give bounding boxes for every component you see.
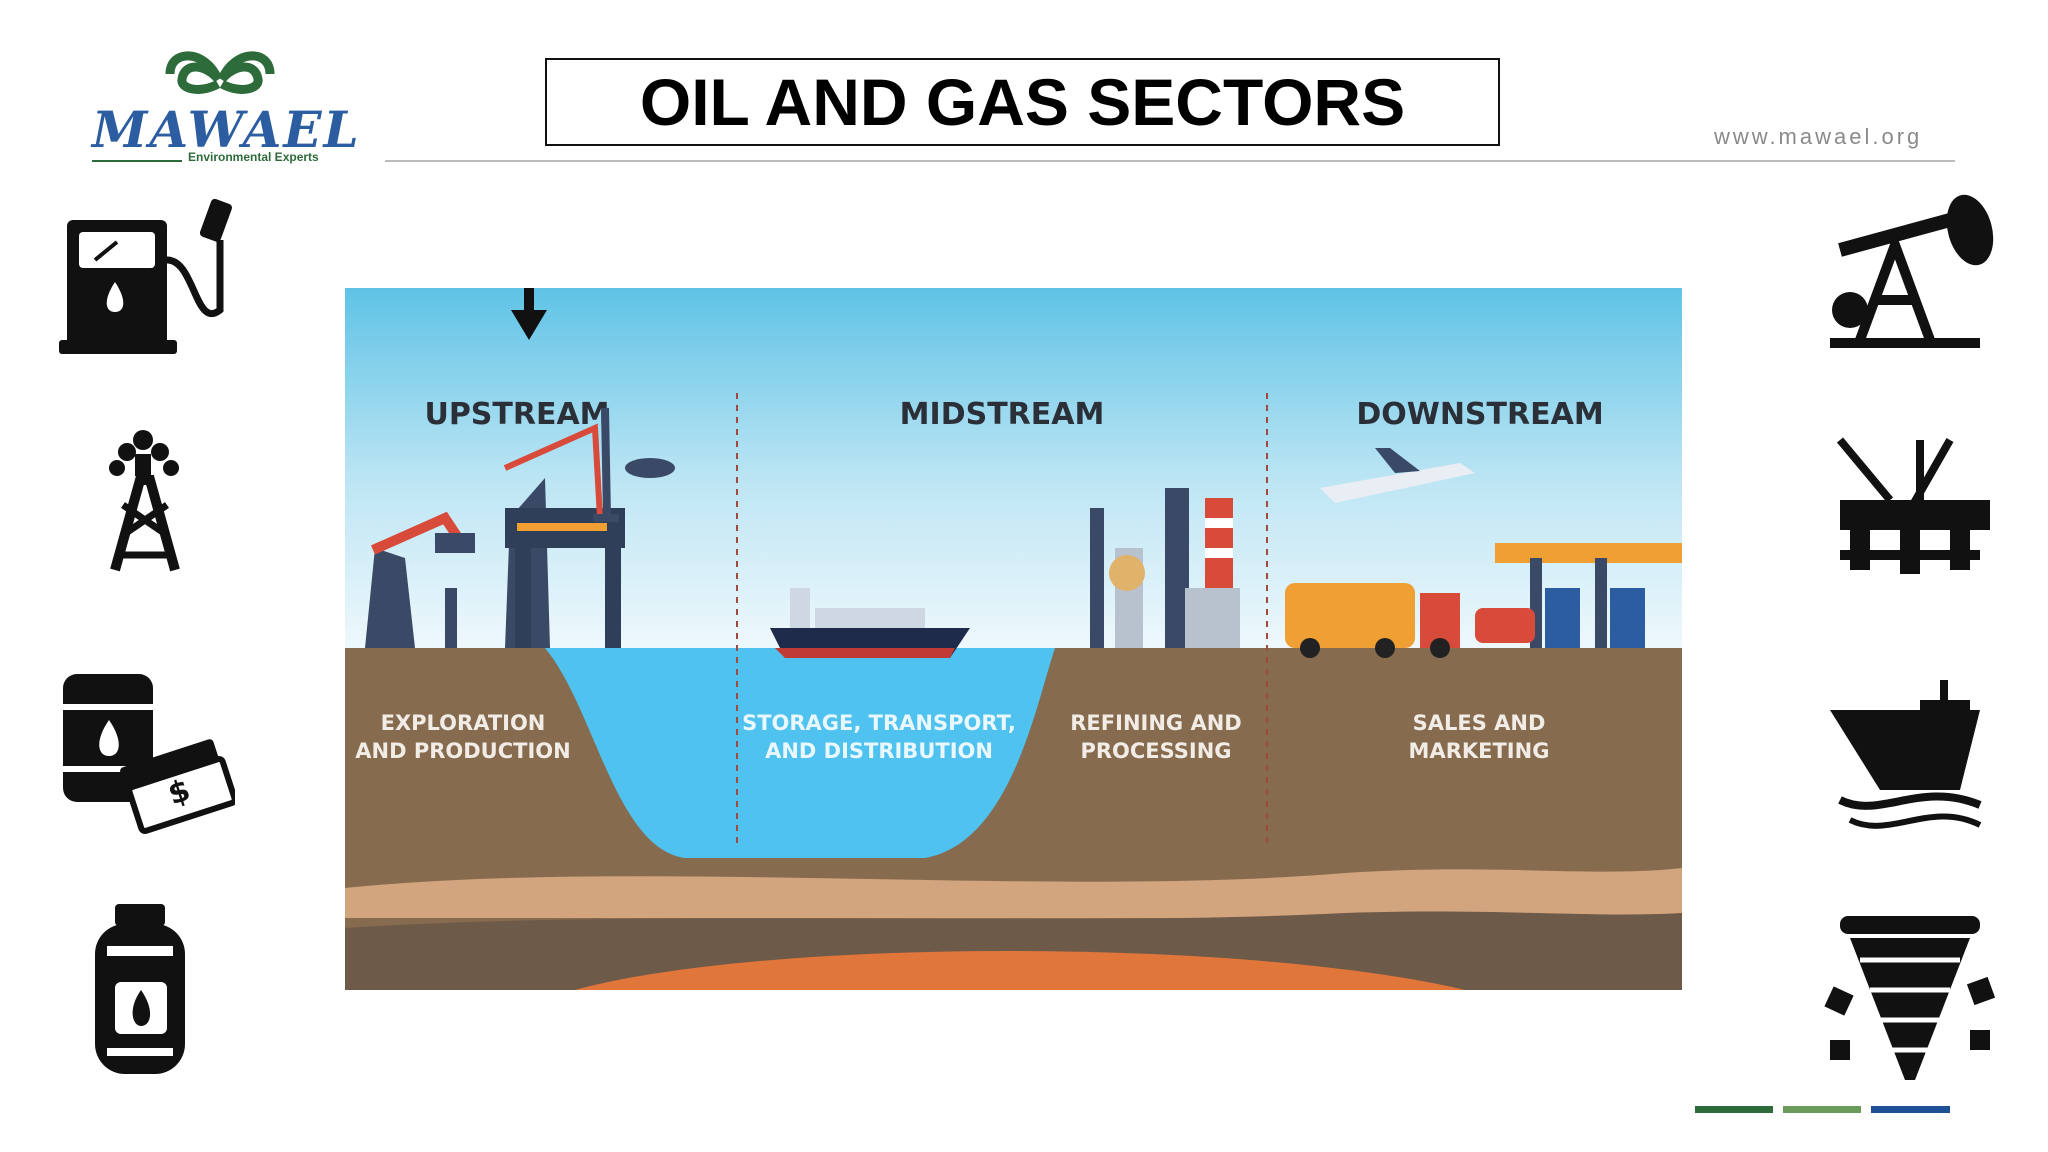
heading-downstream: DOWNSTREAM [1356, 397, 1603, 432]
label-storage-line1: STORAGE, TRANSPORT, [742, 711, 1016, 735]
label-sales-line2: MARKETING [1409, 739, 1550, 763]
downstream-facilities [1285, 448, 1682, 658]
heading-midstream: MIDSTREAM [900, 397, 1105, 432]
label-refining-line2: PROCESSING [1080, 739, 1231, 763]
arrow-shaft [524, 288, 534, 313]
down-arrow-icon [511, 310, 547, 340]
footer-stripe-blue [1871, 1106, 1950, 1113]
logo-underline [92, 160, 182, 162]
label-exploration-line1: EXPLORATION [381, 711, 546, 735]
offshore-platform-icon [1836, 437, 1990, 574]
title-frame [545, 58, 1500, 146]
magma-layer [575, 951, 1465, 990]
label-storage-line2: AND DISTRIBUTION [765, 739, 993, 763]
sand-layer [345, 868, 1682, 918]
oil-derrick-gushing-icon [109, 430, 180, 572]
page-title: OIL AND GAS SECTORS [639, 65, 1406, 139]
gas-cylinder-icon [95, 904, 185, 1074]
drill-bit-icon [1824, 916, 1996, 1080]
oil-gas-sectors-diagram: UPSTREAM MIDSTREAM DOWNSTREAM [345, 288, 1682, 990]
footer-stripe-light-green [1783, 1106, 1861, 1113]
logo-tagline: Environmental Experts [188, 150, 319, 164]
refinery [1090, 488, 1240, 648]
label-sales-line1: SALES AND [1413, 711, 1546, 735]
header-divider [385, 160, 1955, 162]
label-exploration-line2: AND PRODUCTION [355, 739, 570, 763]
oil-barrel-money-icon: $ [63, 674, 235, 834]
logo-wordmark: MAWAEL [92, 100, 361, 159]
logo-mark [165, 51, 275, 94]
tanker-ship [770, 588, 970, 658]
website-url: www.mawael.org [1714, 124, 1923, 149]
tanker-ship-icon [1830, 680, 1982, 829]
pumpjack-icon [1830, 194, 1994, 348]
footer-stripe-dark-green [1695, 1106, 1773, 1113]
label-refining-line1: REFINING AND [1070, 711, 1241, 735]
sea-water [545, 648, 1055, 858]
heading-upstream: UPSTREAM [424, 397, 609, 432]
upstream-facilities [365, 407, 675, 648]
fuel-pump-icon [59, 198, 232, 354]
